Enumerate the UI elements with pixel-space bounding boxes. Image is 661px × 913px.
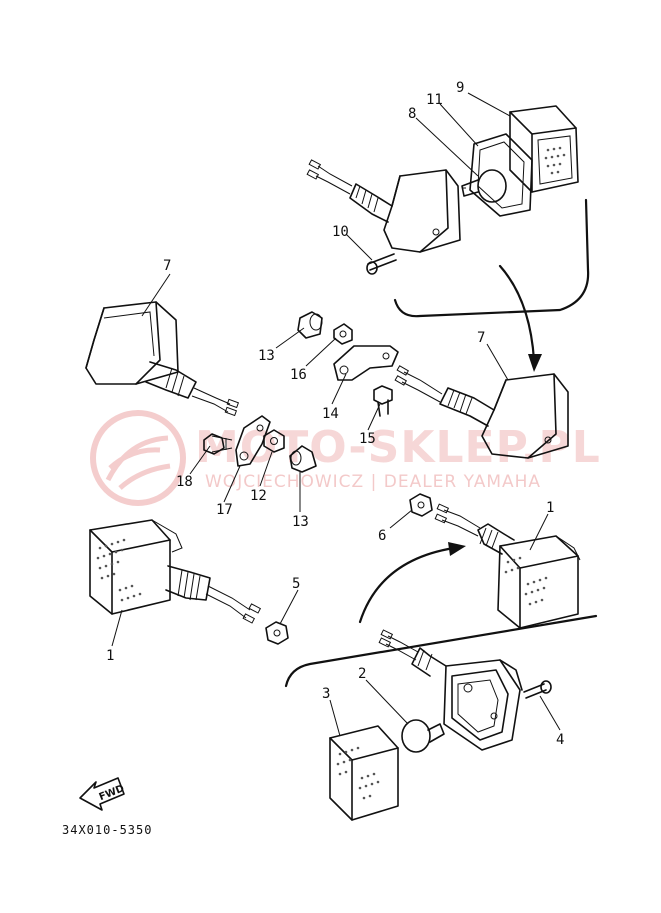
housing-right-part-7 [394,365,569,459]
callout-labels: 9 11 8 10 7 7 13 16 14 15 18 12 17 13 1 … [106,80,564,748]
nut-part-6 [409,493,433,517]
nut-part-5 [265,621,289,645]
watermark-logo-icon [90,410,186,506]
callout-18: 18 [176,474,193,490]
callout-7-right: 7 [477,330,485,346]
bracket-part-14 [333,345,399,381]
callout-8: 8 [408,106,416,122]
callout-1-right: 1 [546,500,554,516]
diagram-part-code: 34X010-5350 [62,823,152,837]
nut-part-12 [263,429,285,453]
housing-open [378,629,523,751]
top-inset-assembly [306,105,590,372]
fwd-arrow-icon: FWD [79,777,126,811]
bolt-part-15 [373,385,393,417]
callout-16: 16 [290,367,307,383]
bulb-part-8 [461,169,507,203]
callout-10: 10 [332,224,349,240]
callout-13-lower: 13 [292,514,309,530]
callout-3: 3 [322,686,330,702]
flasher-left-part-1 [89,519,262,624]
leader-lines [111,92,561,737]
callout-13-upper: 13 [258,348,275,364]
callout-6: 6 [378,528,386,544]
screw-part-10 [366,253,397,275]
callout-14: 14 [322,406,339,422]
watermark: MOTO-SKLEP.PL WOJCIECHOWICZ | DEALER YAM… [90,410,601,506]
gasket-part-11 [469,133,533,217]
callout-1-left: 1 [106,648,114,664]
housing-top [306,159,461,253]
screw-part-4 [523,680,552,699]
arrow-head-icon [528,354,542,372]
lens-part-3 [329,725,399,821]
callout-11: 11 [426,92,443,108]
bottom-inset-assembly [284,542,598,821]
callout-15: 15 [359,431,376,447]
grommet-part-13-lower [289,445,317,473]
grommet-part-13-upper [297,311,323,339]
inset-frame-top [393,198,590,318]
callout-5: 5 [292,576,300,592]
bracket-part-17 [235,415,271,467]
callout-9: 9 [456,80,464,96]
lens-part-9 [509,105,579,193]
arrow-head-icon [448,542,466,556]
callout-17: 17 [216,502,233,518]
bulb-part-2 [401,719,445,753]
nut-part-16 [333,323,353,345]
arrow-bottom-to-right [358,546,456,624]
callout-7-left: 7 [163,258,171,274]
arrow-top-to-right [498,264,536,362]
callout-2: 2 [358,666,366,682]
housing-left-part-7 [85,301,240,417]
flasher-right-part-1 [434,503,581,629]
callout-4: 4 [556,732,564,748]
inset-frame-bottom [284,614,598,688]
watermark-subtitle: WOJCIECHOWICZ | DEALER YAMAHA [205,472,541,492]
callout-12: 12 [250,488,267,504]
bolt-part-18 [203,433,233,455]
watermark-title: MOTO-SKLEP.PL [195,422,601,473]
fwd-label: FWD [98,783,126,803]
